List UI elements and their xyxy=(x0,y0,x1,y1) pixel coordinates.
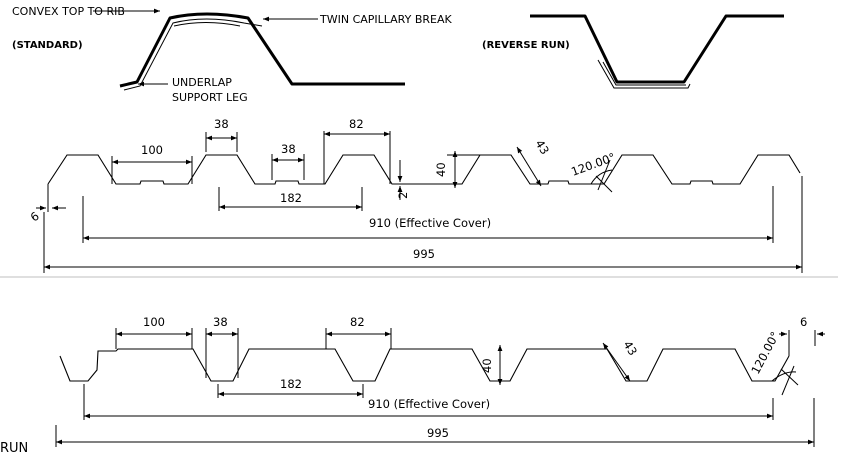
underlap-line xyxy=(123,18,263,91)
dim-43-text: 43 xyxy=(532,137,552,157)
convex-top-label: CONVEX TOP TO RIB xyxy=(12,5,125,18)
rev-effective-cover-text: 910 (Effective Cover) xyxy=(368,397,490,411)
standard-dimensions xyxy=(36,131,803,273)
dim-43-line xyxy=(516,146,542,187)
rev-angle-arc xyxy=(771,371,797,382)
reverse-run-label: (REVERSE RUN) xyxy=(482,40,570,51)
dim-38-top-text: 38 xyxy=(214,117,229,131)
rev-dim-182-text: 182 xyxy=(280,377,302,391)
reverse-rib-detail xyxy=(530,14,784,89)
standard-label: (STANDARD) xyxy=(12,40,83,51)
rev-dim-100-text: 100 xyxy=(143,315,165,329)
dim-100-text: 100 xyxy=(141,143,163,157)
dim-40-text: 40 xyxy=(434,162,448,177)
rev-dim-43-line xyxy=(602,342,631,382)
rev-overall-width-text: 995 xyxy=(427,426,449,440)
rev-dim-38-text: 38 xyxy=(213,315,228,329)
rev-dim-6-text: 6 xyxy=(800,315,807,329)
standard-rib-detail xyxy=(93,8,405,91)
dim-182-text: 182 xyxy=(280,191,302,205)
dim-6-text: 6 xyxy=(28,209,42,225)
effective-cover-text: 910 (Effective Cover) xyxy=(369,216,491,230)
rev-angle-120-text: 120.00° xyxy=(748,329,782,376)
reverse-dimensions xyxy=(55,328,825,447)
reverse-rib-profile xyxy=(530,14,784,84)
standard-profile-line xyxy=(47,154,801,185)
overall-width-text: 995 xyxy=(413,247,435,261)
rev-dim-40-text: 40 xyxy=(480,358,494,373)
reverse-underlap-line xyxy=(597,59,691,89)
dim-82-text: 82 xyxy=(349,117,364,131)
capillary-break-label: TWIN CAPILLARY BREAK xyxy=(319,13,453,26)
convex-top-inner xyxy=(173,22,241,27)
dim-38-pan-text: 38 xyxy=(281,142,296,156)
dim-2-text: 2 xyxy=(396,192,410,199)
rev-dim-82-text: 82 xyxy=(350,315,365,329)
underlap-label-1: UNDERLAP xyxy=(172,76,232,89)
run-label: RUN xyxy=(0,441,28,456)
reverse-underlap-line-inner xyxy=(602,61,686,86)
standard-rib-profile xyxy=(119,12,405,88)
angle-arc xyxy=(590,169,613,185)
reverse-profile-line xyxy=(59,348,790,382)
underlap-label-2: SUPPORT LEG xyxy=(172,91,248,104)
rev-dim-43-text: 43 xyxy=(620,338,640,358)
